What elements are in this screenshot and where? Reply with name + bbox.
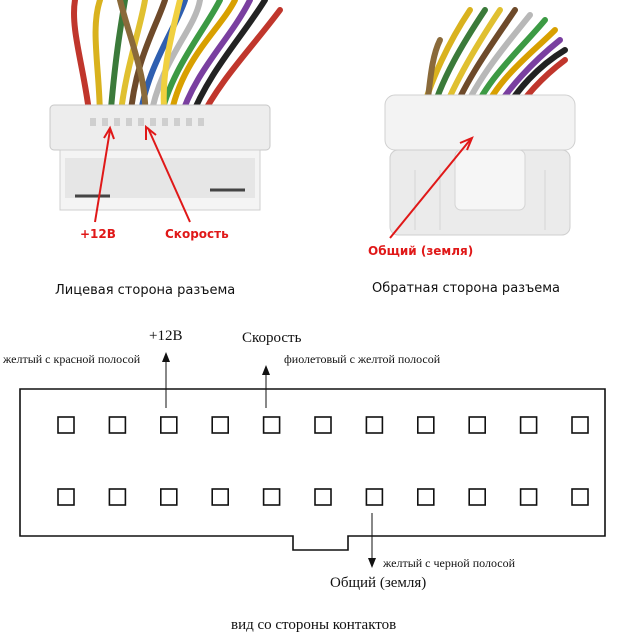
pin-contact — [519, 488, 538, 506]
pin-contact — [108, 488, 127, 506]
pin-contact — [468, 488, 487, 506]
pin-speed-title: Скорость — [242, 330, 302, 346]
pin-contact — [108, 416, 127, 434]
pin-contact — [314, 488, 332, 506]
pin-contact — [519, 416, 538, 434]
connector-front-photo: +12В Скорость — [30, 0, 290, 262]
pin-contact — [262, 488, 281, 506]
diagram-caption: вид со стороны контактов — [231, 617, 397, 633]
pin-speed-wire: фиолетовый с желтой полосой — [284, 352, 441, 366]
pin-contact — [314, 416, 332, 434]
connector-outline — [19, 388, 606, 551]
speed-label: Скорость — [165, 227, 229, 241]
plus12-label: +12В — [80, 227, 116, 241]
pin-ground-title: Общий (земля) — [330, 575, 427, 591]
pin-contact — [571, 416, 589, 434]
pin-ground-wire: желтый с черной полосой — [383, 556, 516, 570]
pin-contact — [416, 488, 435, 506]
pin-contact — [365, 488, 384, 506]
speed-arrow — [262, 365, 270, 408]
pin-contact — [468, 416, 487, 434]
pin-contact — [416, 416, 435, 434]
pin-plus12-wire: желтый с красной полосой — [3, 352, 141, 366]
ground-arrow — [368, 513, 376, 568]
connector-back-photo: Общий (земля) — [360, 0, 600, 262]
pin-contact — [57, 416, 75, 434]
pin-plus12-title: +12В — [149, 328, 183, 344]
pin-contact — [57, 488, 75, 506]
connector-front-illustration — [49, 0, 283, 223]
pin-contact — [571, 488, 589, 506]
pin-contact — [160, 416, 178, 434]
pin-grid — [57, 416, 589, 506]
pin-contact — [160, 488, 178, 506]
pin-contact — [365, 416, 384, 434]
connector-back-illustration — [384, 7, 576, 239]
ground-label: Общий (земля) — [368, 244, 474, 258]
pin-contact — [211, 416, 229, 434]
front-caption: Лицевая сторона разъема — [55, 283, 236, 298]
pin-contact — [262, 416, 281, 434]
plus12-arrow — [162, 352, 170, 408]
pin-contact — [211, 488, 229, 506]
back-caption: Обратная сторона разъема — [372, 281, 561, 296]
